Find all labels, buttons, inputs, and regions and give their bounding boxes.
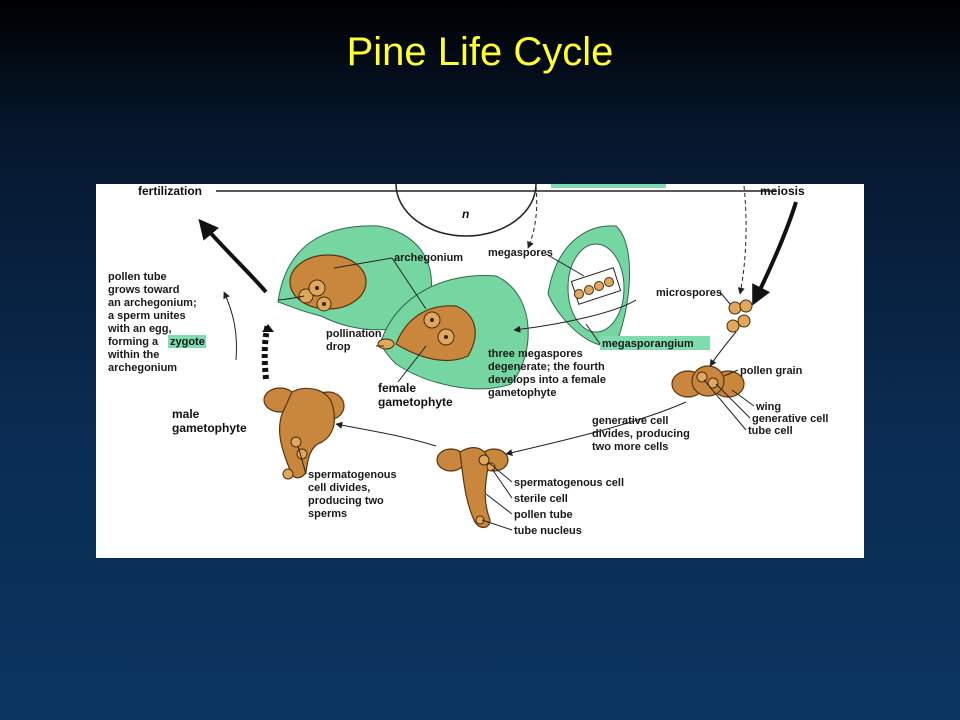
svg-text:within the: within the <box>107 349 159 361</box>
arrow-germination-to-male <box>335 421 437 447</box>
megaspores-label: megaspores <box>488 247 553 259</box>
megasporangium-label: megasporangium <box>602 338 694 350</box>
svg-text:tube cell: tube cell <box>748 425 793 437</box>
svg-text:gametophyte: gametophyte <box>378 395 453 409</box>
svg-text:spermatogenous cell: spermatogenous cell <box>514 477 624 489</box>
svg-text:grows toward: grows toward <box>108 284 180 296</box>
pollen-parts-labels: wing generative cell tube cell <box>703 379 828 437</box>
svg-text:cell divides,: cell divides, <box>308 482 370 494</box>
pollen-grain <box>671 365 745 398</box>
svg-text:tube nucleus: tube nucleus <box>514 525 582 537</box>
pine-life-cycle-diagram: n fertilization meiosis <box>96 184 864 558</box>
haploid-phase-circle: n <box>395 184 537 237</box>
pollen-grain-label: pollen grain <box>740 365 803 377</box>
meiosis-arrow <box>752 201 798 306</box>
ovule-female-gametophyte <box>377 275 529 390</box>
svg-text:male: male <box>172 407 200 421</box>
svg-text:gametophyte: gametophyte <box>172 421 247 435</box>
fertilization-arrow <box>198 218 268 294</box>
arrow-megaspores-to-female <box>513 299 637 333</box>
dashed-arrow-microspores <box>737 185 747 295</box>
svg-text:producing two: producing two <box>308 495 384 507</box>
male-gametophyte-shape <box>263 387 345 480</box>
svg-text:pollen tube: pollen tube <box>108 271 167 283</box>
svg-text:sterile cell: sterile cell <box>514 493 568 505</box>
svg-text:with an egg,: with an egg, <box>107 323 172 335</box>
pollination-drop-shape <box>377 338 395 350</box>
microspores-label: microspores <box>656 287 722 299</box>
svg-text:gametophyte: gametophyte <box>488 387 556 399</box>
spermatogenous-divides-label: spermatogenous cell divides, producing t… <box>297 445 397 520</box>
generative-divides-label: generative cell divides, producing two m… <box>592 415 690 453</box>
thick-dashed-arrow <box>261 323 274 380</box>
svg-text:a sperm unites: a sperm unites <box>108 310 186 322</box>
cropped-highlight <box>551 184 666 188</box>
svg-text:pollen tube: pollen tube <box>514 509 573 521</box>
svg-text:sperms: sperms <box>308 508 347 520</box>
svg-text:wing: wing <box>755 401 781 413</box>
svg-text:female: female <box>378 381 416 395</box>
svg-text:pollination: pollination <box>326 328 382 340</box>
svg-text:two more cells: two more cells <box>592 441 668 453</box>
microspores <box>726 299 753 333</box>
svg-text:archegonium: archegonium <box>108 362 177 374</box>
svg-text:three megaspores: three megaspores <box>488 348 583 360</box>
svg-text:generative cell: generative cell <box>592 415 668 427</box>
haploid-n-label: n <box>462 207 469 221</box>
arrow-up-left <box>223 291 237 361</box>
meiosis-label: meiosis <box>760 184 805 198</box>
male-gametophyte-label: male gametophyte <box>172 407 247 435</box>
arrow-pollen-to-germination <box>505 401 687 456</box>
svg-text:spermatogenous: spermatogenous <box>308 469 397 481</box>
pollination-drop-label: pollination drop <box>326 328 382 353</box>
pollen-tube-description: pollen tube grows toward an archegonium;… <box>107 271 206 374</box>
svg-text:an archegonium;: an archegonium; <box>108 297 197 309</box>
megasporangium-highlight <box>600 336 710 350</box>
ovule-megaspores <box>547 225 630 347</box>
svg-text:develops into a female: develops into a female <box>488 374 606 386</box>
germinating-pollen <box>436 447 509 529</box>
svg-text:generative cell: generative cell <box>752 413 828 425</box>
svg-text:forming a: forming a <box>108 336 159 348</box>
archegonium-leader <box>333 257 393 269</box>
germinating-parts-labels: spermatogenous cell sterile cell pollen … <box>481 461 624 537</box>
female-gametophyte-label: female gametophyte <box>378 381 453 409</box>
slide-title: Pine Life Cycle <box>346 30 614 74</box>
fertilization-line: fertilization meiosis <box>138 184 805 198</box>
svg-text:degenerate; the fourth: degenerate; the fourth <box>488 361 605 373</box>
svg-text:divides, producing: divides, producing <box>592 428 690 440</box>
fertilization-label: fertilization <box>138 184 202 198</box>
zygote-label: zygote <box>170 336 205 348</box>
ovule-fertilization <box>277 225 433 331</box>
three-megaspores-label: three megaspores degenerate; the fourth … <box>488 348 606 399</box>
arrow-microspores-to-pollen <box>709 331 737 367</box>
dashed-arrow-megaspores <box>527 185 538 249</box>
archegonium-label: archegonium <box>394 252 463 264</box>
svg-text:drop: drop <box>326 341 351 353</box>
